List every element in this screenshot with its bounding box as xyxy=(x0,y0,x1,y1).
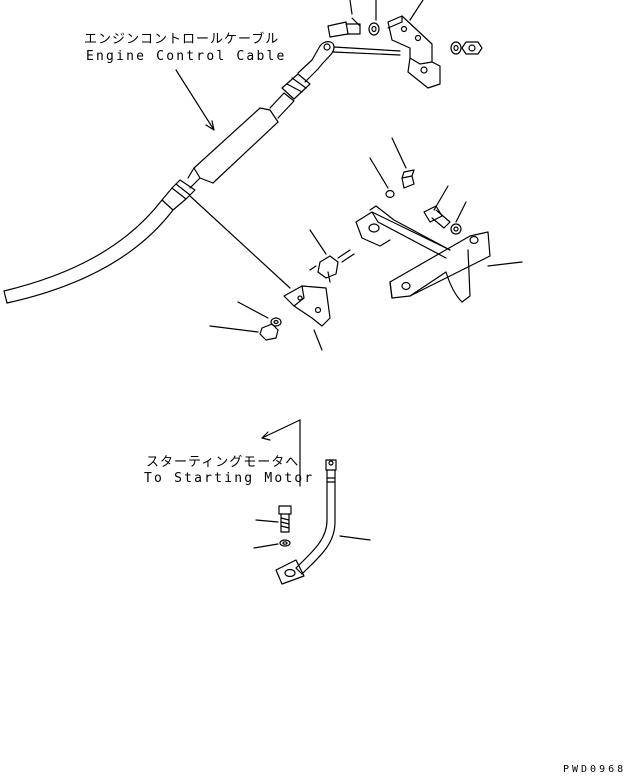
starter-label-en: To Starting Motor xyxy=(144,471,315,486)
engine-cable-label-jp: エンジンコントロールケーブル xyxy=(84,32,280,47)
small-bracket-assembly xyxy=(209,229,355,351)
cable-to-bracket-line xyxy=(189,195,291,289)
main-bracket xyxy=(355,137,523,303)
starter-cable-assembly xyxy=(253,419,371,585)
engine-cable-label-en: Engine Control Cable xyxy=(86,49,287,64)
upper-bracket-assembly xyxy=(327,0,483,89)
drawing-code: PWD0968 xyxy=(563,764,627,775)
starter-label-jp: スターティングモータへ xyxy=(146,455,300,470)
engine-control-cable xyxy=(3,41,335,304)
cable-leader-line xyxy=(175,69,215,131)
cable-leader-arrow xyxy=(205,120,215,131)
